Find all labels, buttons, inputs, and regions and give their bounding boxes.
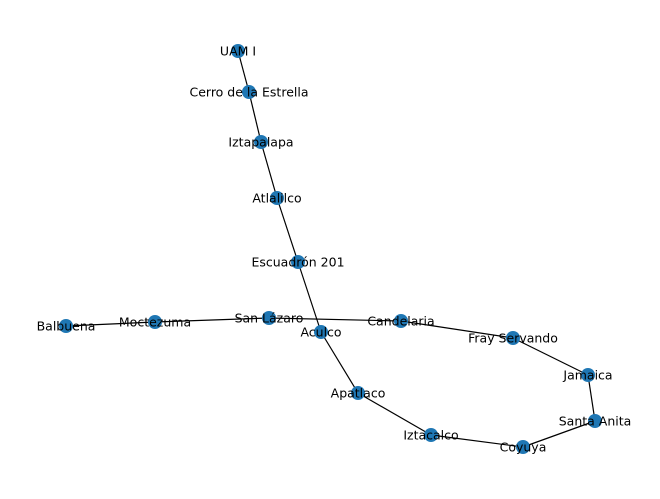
node-san-lazaro: [262, 311, 276, 325]
node-label-cerro-de-la-estrella: Cerro de la Estrella: [189, 85, 308, 100]
node-cerro-de-la-estrella: [242, 85, 256, 99]
node-aculco: [314, 325, 328, 339]
edge-iztapalapa-atlalilco: [260, 141, 278, 199]
node-label-candelaria: Candelaria: [367, 314, 434, 329]
node-label-uam-i: UAM I: [220, 44, 256, 59]
node-label-santa-anita: Santa Anita: [559, 414, 632, 429]
node-label-coyuya: Coyuya: [500, 440, 547, 455]
node-label-iztacalco: Iztacalco: [403, 428, 458, 443]
node-layer: [59, 44, 602, 454]
node-label-fray-servando: Fray Servando: [468, 331, 558, 346]
node-moctezuma: [148, 315, 162, 329]
node-apatlaco: [351, 386, 365, 400]
edge-moctezuma-san-lazaro: [154, 317, 270, 323]
edge-escuadron-201-aculco: [297, 261, 322, 333]
edge-coyuya-iztacalco: [430, 434, 524, 448]
node-uam-i: [231, 44, 245, 58]
node-label-apatlaco: Apatlaco: [331, 386, 386, 401]
node-iztacalco: [424, 428, 438, 442]
edge-cerro-de-la-estrella-iztapalapa: [248, 91, 262, 143]
node-label-moctezuma: Moctezuma: [119, 315, 191, 330]
edge-iztacalco-apatlaco: [357, 392, 432, 436]
node-balbuena: [59, 319, 73, 333]
node-escuadron-201: [291, 255, 305, 269]
node-iztapalapa: [254, 135, 268, 149]
node-label-balbuena: Balbuena: [37, 319, 96, 334]
edge-layer: [65, 50, 596, 448]
node-label-san-lazaro: San Lázaro: [235, 311, 304, 326]
node-label-iztapalapa: Iztapalapa: [228, 135, 293, 150]
node-fray-servando: [506, 331, 520, 345]
edge-jamaica-santa-anita: [587, 374, 596, 422]
edge-santa-anita-coyuya: [522, 420, 596, 448]
node-label-aculco: Aculco: [300, 325, 341, 340]
edge-candelaria-fray-servando: [400, 320, 514, 339]
node-coyuya: [516, 440, 530, 454]
node-santa-anita: [588, 414, 602, 428]
edge-fray-servando-jamaica: [512, 337, 589, 376]
node-jamaica: [581, 368, 595, 382]
edge-atlalilco-escuadron-201: [276, 197, 299, 263]
edge-balbuena-moctezuma: [65, 321, 156, 327]
node-atlalilco: [270, 191, 284, 205]
node-label-atlalilco: Atlalilco: [252, 191, 301, 206]
edge-apatlaco-aculco: [320, 331, 359, 394]
edge-uam-i-cerro-de-la-estrella: [237, 50, 250, 93]
node-label-escuadron-201: Escuadrón 201: [251, 255, 344, 270]
node-label-jamaica: Jamaica: [562, 368, 612, 383]
label-layer: UAM I Cerro de la EstrellaIztapalapaAtlal…: [37, 44, 632, 455]
edge-san-lazaro-candelaria: [268, 317, 402, 322]
node-candelaria: [394, 314, 408, 328]
